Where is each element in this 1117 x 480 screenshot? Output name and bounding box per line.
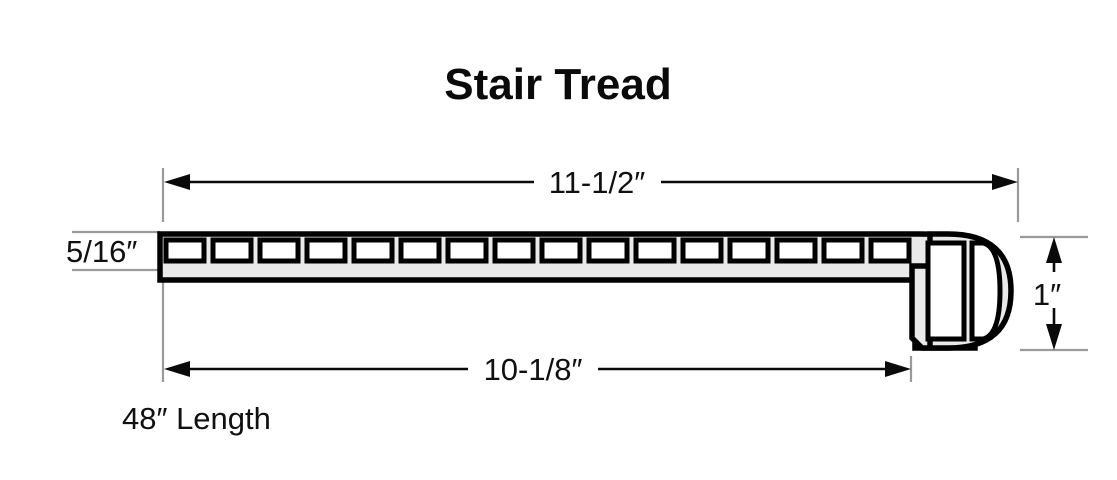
arrow-head-top-right — [992, 174, 1018, 190]
tread-cell-void — [351, 237, 395, 264]
tread-cell-void — [727, 237, 771, 264]
arrow-head-right-bottom — [1046, 324, 1062, 350]
nose-rectangular-void — [925, 240, 967, 342]
drawing-title: Stair Tread — [444, 60, 671, 109]
dimension-nose-height: 1″ — [1033, 237, 1062, 350]
dimension-label-thickness: 5/16″ — [66, 234, 137, 269]
arrow-head-top-left — [164, 174, 190, 190]
length-note: 48″ Length — [122, 401, 271, 436]
tread-cell-void — [398, 237, 442, 264]
arrow-head-bottom-right — [885, 361, 911, 377]
dimension-overall-width: 11-1/2″ — [164, 165, 1018, 200]
tread-cell-voids-group — [163, 237, 912, 264]
tread-cell-void — [163, 237, 207, 264]
tread-cell-void — [680, 237, 724, 264]
nose-d-shaped-void — [969, 240, 1003, 342]
tread-cell-void — [821, 237, 865, 264]
tread-cell-void — [586, 237, 630, 264]
tread-cell-void — [868, 237, 912, 264]
tread-cell-void — [257, 237, 301, 264]
dimension-tread-depth: 10-1/8″ — [164, 352, 911, 387]
tread-cell-void — [774, 237, 818, 264]
tread-cell-void — [304, 237, 348, 264]
dimension-label-overall-width: 11-1/2″ — [549, 165, 646, 200]
dimension-label-tread-depth: 10-1/8″ — [484, 352, 583, 387]
tread-cell-void — [539, 237, 583, 264]
tread-cell-void — [492, 237, 536, 264]
tread-cell-void — [633, 237, 677, 264]
arrow-head-right-top — [1046, 237, 1062, 263]
dimension-thickness: 5/16″ — [66, 234, 137, 269]
tread-cell-void — [445, 237, 489, 264]
tread-cell-void — [210, 237, 254, 264]
dimension-label-nose-height: 1″ — [1033, 277, 1061, 312]
arrow-head-bottom-left — [164, 361, 190, 377]
